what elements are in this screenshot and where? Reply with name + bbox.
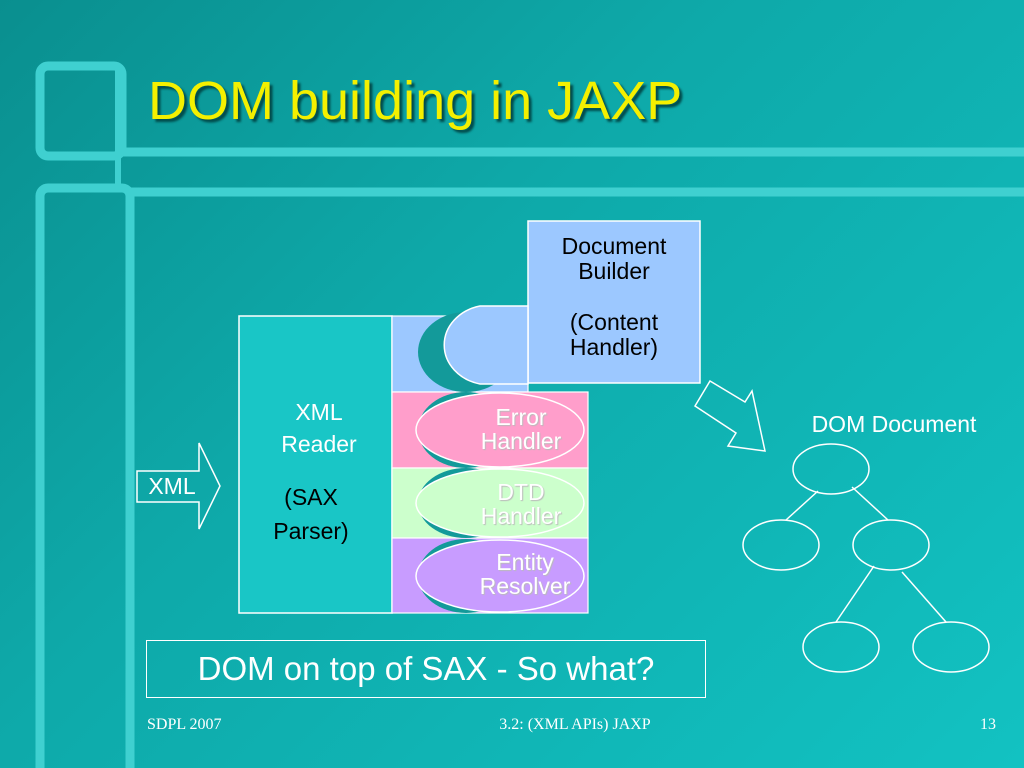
dom-output-arrow	[693, 379, 766, 452]
entity-resolver-label: Entity Resolver	[479, 549, 571, 599]
slide-title: DOM building in JAXP	[148, 71, 683, 131]
content-handler-plug	[443, 305, 529, 385]
error-handler-label: Error Handler	[480, 404, 562, 454]
xml-reader-label: XML Reader	[281, 399, 357, 457]
error-handler-plug	[415, 392, 585, 468]
footer-center: 3.2: (XML APIs) JAXP	[499, 716, 651, 733]
tree-root-node	[792, 443, 870, 495]
footer-page-number: 13	[980, 716, 996, 733]
xml-input-label: XML	[148, 473, 196, 499]
xml-reader-box	[238, 315, 393, 614]
callout-box: DOM on top of SAX - So what?	[146, 640, 706, 698]
document-builder-label: Document Builder (Content Handler)	[561, 233, 667, 360]
dtd-handler-plug	[415, 468, 585, 538]
document-builder-box	[527, 220, 701, 384]
dom-document-label: DOM Document	[811, 411, 977, 437]
tree-right-node	[852, 519, 930, 571]
entity-resolver-plug	[415, 539, 585, 613]
dtd-handler-label: DTD Handler	[480, 479, 562, 529]
xml-input-arrow	[136, 442, 221, 530]
footer-left: SDPL 2007	[147, 716, 222, 733]
sax-parser-label: (SAX Parser)	[273, 484, 349, 544]
tree-leaf-node	[912, 621, 990, 673]
tree-leaf-node	[802, 621, 880, 673]
tree-left-node	[742, 519, 820, 571]
